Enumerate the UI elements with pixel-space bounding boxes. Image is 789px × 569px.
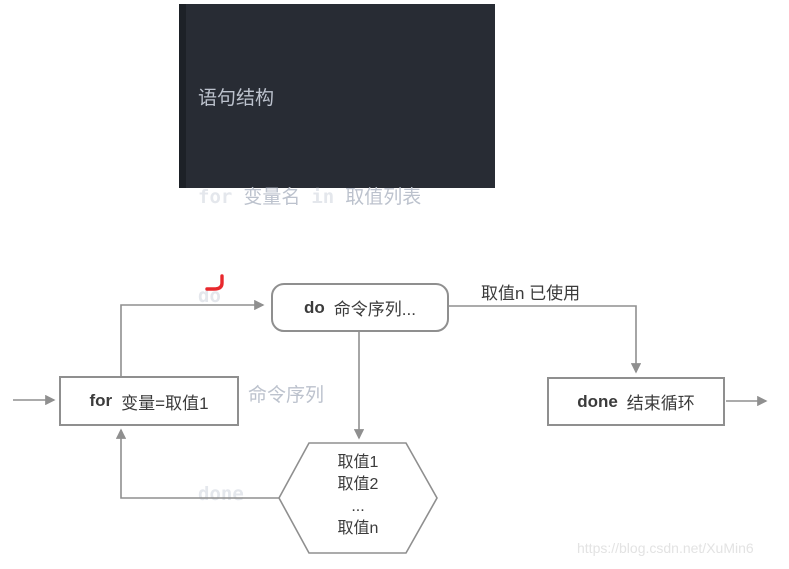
do-node-label: 命令序列... bbox=[333, 300, 416, 319]
for-node-label: 变量=取值1 bbox=[121, 393, 209, 413]
code-keyword-in: in bbox=[311, 186, 335, 208]
code-keyword-do: do bbox=[198, 285, 221, 307]
done-node-label: 结束循环 bbox=[626, 394, 695, 413]
for-node: for 变量=取值1 bbox=[59, 376, 239, 426]
code-block: 语句结构 for 变量名 in 取值列表 do 命令序列 done bbox=[179, 4, 495, 505]
code-text: 语句结构 bbox=[198, 87, 275, 109]
code-line-body: 命令序列 bbox=[198, 379, 495, 412]
code-text-body: 命令序列 bbox=[248, 384, 325, 406]
code-text-variable: 变量名 bbox=[243, 186, 301, 208]
edge-label-value-used: 取值n 已使用 bbox=[481, 284, 581, 303]
done-node-keyword: done bbox=[577, 391, 618, 411]
code-line-title: 语句结构 bbox=[198, 82, 495, 115]
code-line-for: for 变量名 in 取值列表 bbox=[198, 181, 495, 214]
code-text-value-list: 取值列表 bbox=[345, 186, 422, 208]
done-node: done 结束循环 bbox=[547, 377, 725, 426]
values-line-1: 取值1 bbox=[337, 454, 379, 471]
watermark-url: https://blog.csdn.net/XuMin6 bbox=[577, 540, 754, 556]
do-node-keyword: do bbox=[304, 297, 325, 317]
values-line-n: 取值n bbox=[337, 520, 379, 537]
values-line-ellipsis: ... bbox=[351, 498, 365, 515]
for-node-keyword: for bbox=[89, 391, 113, 410]
code-keyword-for: for bbox=[198, 186, 233, 208]
values-line-2: 取值2 bbox=[337, 476, 379, 493]
do-node: do 命令序列... bbox=[271, 283, 449, 332]
values-node-text: 取值1 取值2 ... 取值n bbox=[279, 452, 437, 540]
code-keyword-done: done bbox=[198, 483, 244, 505]
